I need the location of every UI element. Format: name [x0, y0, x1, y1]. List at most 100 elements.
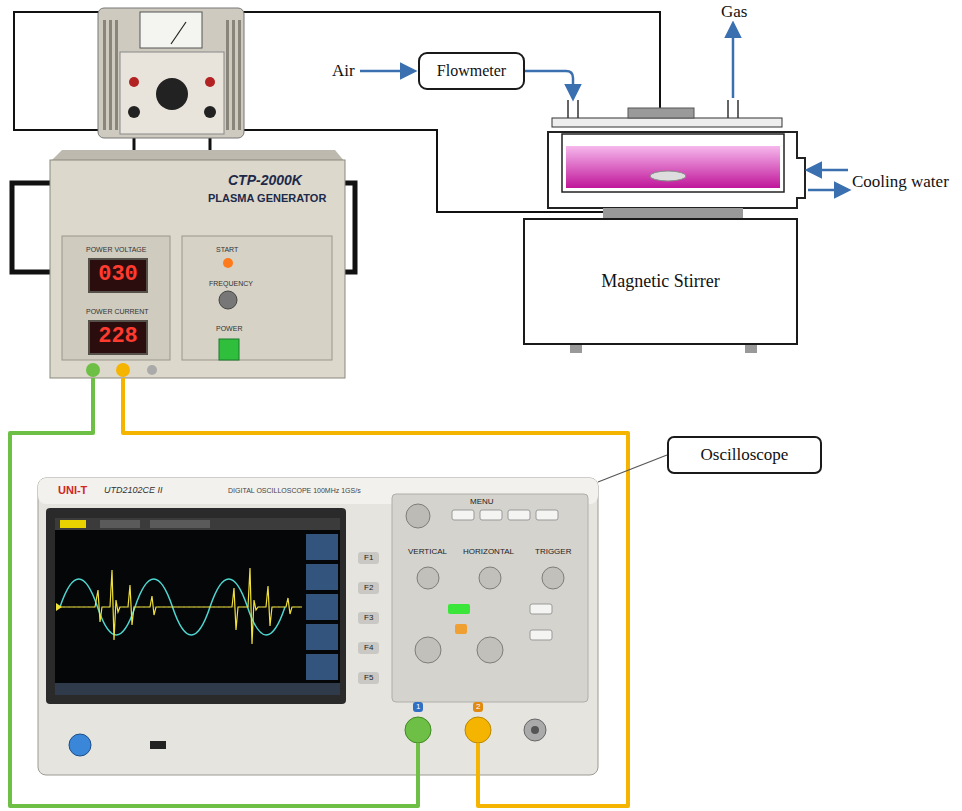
stirrer-foot	[745, 345, 757, 353]
oscilloscope-body	[452, 510, 474, 520]
node-text: 030	[98, 262, 138, 288]
oscilloscope-body	[38, 478, 598, 775]
autotransformer	[232, 20, 235, 130]
node-text: Flowmeter	[437, 61, 506, 80]
plasma-generator-body	[86, 363, 100, 377]
oscilloscope-body	[306, 594, 338, 620]
plasma-generator-body	[219, 291, 237, 309]
oscilloscope-body	[476, 743, 480, 775]
autotransformer	[98, 8, 244, 138]
flow-arrow	[525, 71, 573, 98]
inlet-label: Air	[332, 61, 355, 81]
oscilloscope-body	[530, 604, 552, 614]
oscilloscope-body	[100, 520, 140, 528]
probe-wire	[10, 378, 418, 806]
node-text: 228	[98, 324, 138, 350]
oscilloscope-body	[55, 683, 340, 695]
channel-badge: 1	[413, 702, 423, 712]
oscilloscope-body	[55, 518, 340, 695]
leader-line	[598, 455, 667, 482]
probe-wire	[123, 378, 628, 806]
reactor	[603, 208, 743, 218]
oscilloscope-body	[38, 478, 598, 775]
flow-arrow	[808, 189, 848, 192]
oscilloscope-body	[392, 494, 588, 702]
function-key: F5	[358, 672, 379, 684]
autotransformer	[204, 106, 216, 118]
autotransformer	[156, 78, 188, 110]
autotransformer	[140, 12, 202, 48]
reactor	[568, 100, 738, 118]
node-text: UNI-T	[58, 484, 87, 497]
autotransformer	[115, 20, 118, 130]
oscilloscope-body	[508, 510, 530, 520]
oscilloscope-body	[56, 603, 62, 611]
stirrer-foot	[570, 345, 582, 353]
autotransformer	[129, 77, 139, 87]
oscilloscope-body	[531, 726, 539, 734]
panel-label: POWER VOLTAGE	[86, 246, 146, 254]
callout-box: Oscilloscope	[667, 436, 822, 474]
autotransformer	[128, 106, 140, 118]
plasma-generator: CTP-2000K PLASMA GENERATOR 030 228	[50, 160, 345, 378]
oscilloscope-body	[416, 743, 420, 775]
oscilloscope-body	[306, 564, 338, 590]
reactor	[552, 118, 782, 127]
flow-arrow	[360, 70, 414, 73]
plasma-generator-body	[62, 236, 170, 360]
reactor	[548, 100, 805, 218]
oscilloscope-body	[46, 508, 346, 704]
oscilloscope-body	[415, 637, 441, 663]
control-label: VERTICAL	[408, 547, 447, 557]
stirrer-box: Magnetic Stirrer	[523, 218, 798, 345]
oscilloscope-body	[455, 624, 467, 634]
node-text: UTD2102CE II	[104, 485, 163, 496]
oscilloscope-body	[60, 520, 86, 528]
oscilloscope-body	[417, 567, 439, 589]
flowmeter-box: Flowmeter	[418, 52, 525, 90]
oscilloscope-body	[306, 654, 338, 680]
panel-label: FREQUENCY	[209, 280, 253, 288]
oscilloscope-body	[55, 518, 340, 530]
function-key: F3	[358, 612, 379, 624]
node-text: PLASMA GENERATOR	[208, 192, 326, 205]
autotransformer	[205, 77, 215, 87]
function-key: F4	[358, 642, 379, 654]
autotransformer	[103, 20, 106, 130]
flow-arrow	[808, 169, 848, 172]
channel-badge: 2	[473, 702, 483, 712]
oscilloscope-body	[479, 567, 501, 589]
reactor	[566, 146, 780, 188]
reactor	[562, 134, 784, 192]
autotransformer	[238, 20, 241, 130]
function-key: F2	[358, 582, 379, 594]
power-wire	[14, 12, 660, 130]
autotransformer	[120, 52, 224, 134]
oscilloscope-body	[542, 567, 564, 589]
control-label: TRIGGER	[535, 547, 571, 557]
coolant-label: Cooling water	[852, 172, 949, 192]
reactor	[628, 108, 694, 118]
stirrer-foot	[570, 345, 757, 353]
flow-arrow	[360, 24, 848, 190]
reactor	[650, 171, 686, 181]
oscilloscope-body	[536, 510, 558, 520]
oscilloscope-body	[530, 630, 552, 640]
oscilloscope-body	[306, 624, 338, 650]
control-label: MENU	[470, 497, 494, 507]
autotransformer	[171, 22, 186, 44]
panel-label: START	[216, 246, 238, 254]
function-key: F1	[358, 552, 379, 564]
autotransformer	[98, 8, 244, 138]
plasma-generator-body	[219, 339, 239, 360]
outlet-label: Gas	[721, 2, 747, 22]
oscilloscope-body	[406, 504, 430, 528]
control-label: HORIZONTAL	[463, 547, 514, 557]
current-display: 228	[88, 320, 148, 355]
node-text: DIGITAL OSCILLOSCOPE 100MHz 1GS/s	[228, 487, 361, 495]
oscilloscope-body	[150, 520, 210, 528]
oscilloscope-body	[306, 534, 338, 560]
node-text: CTP-2000K	[228, 172, 302, 189]
